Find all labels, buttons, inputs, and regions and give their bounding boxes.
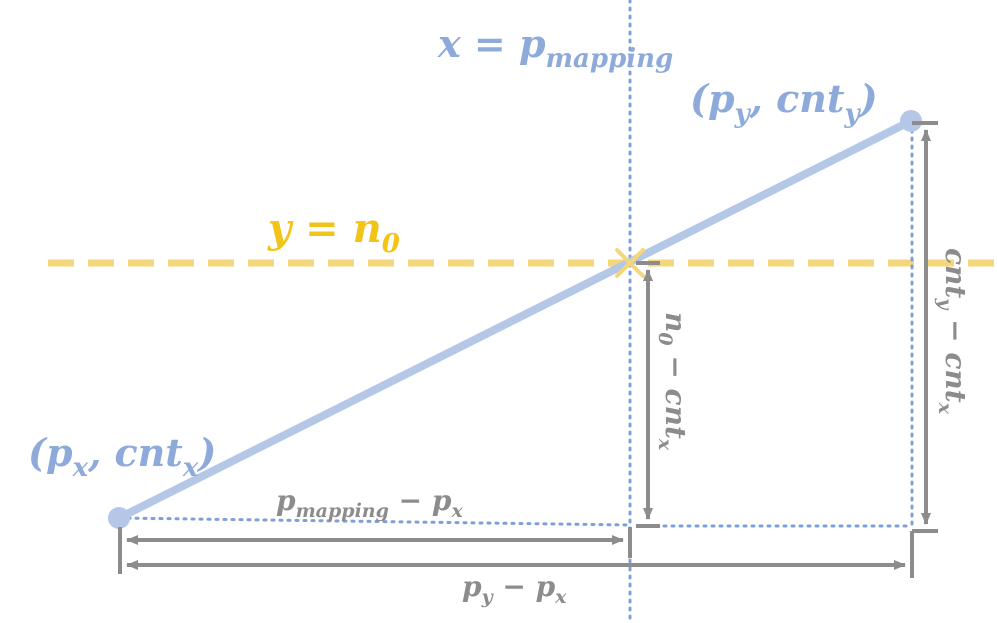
label-vertical-line: x = pmapping: [437, 21, 673, 74]
label-dim-full-height: cnty − cntx: [934, 248, 972, 415]
label-end-point-sub1: y: [734, 99, 752, 129]
label-dim-full-width-a-sub: y: [481, 586, 495, 608]
label-end-point-sub2: y: [843, 99, 861, 129]
label-dim-full-height-op: − cnt: [939, 309, 972, 402]
label-dim-full-width-b-sub: x: [554, 586, 567, 608]
label-horizontal-line-sub: 0: [382, 229, 400, 259]
label-dim-full-width: py − px: [462, 570, 567, 608]
label-dim-partial-height: n0 − cntx: [654, 312, 692, 451]
label-dim-full-width-op: − p: [493, 570, 556, 603]
label-start-point-mid: , cnt: [87, 430, 183, 475]
label-dim-partial-height-a-sub: 0: [654, 332, 676, 345]
label-dim-partial-height-op: − cnt: [659, 346, 692, 439]
label-dim-partial-height-a: n: [659, 312, 692, 332]
label-dim-partial-width-a: p: [276, 484, 296, 517]
label-start-point: (px, cntx): [28, 430, 216, 483]
intersection-cross-icon: [615, 248, 645, 278]
label-end-point-close: ): [858, 76, 878, 121]
dim-full-height: [912, 121, 938, 533]
label-end-point-mid: , cnt: [749, 76, 845, 121]
label-end-point-open: (p: [690, 76, 735, 121]
label-vertical-line-main: x = p: [437, 21, 546, 66]
label-dim-full-width-a: p: [462, 570, 482, 603]
label-start-point-close: ): [196, 430, 216, 475]
label-vertical-line-sub: mapping: [546, 44, 674, 74]
label-dim-partial-width-b-sub: x: [450, 500, 463, 522]
label-dim-partial-height-b-sub: x: [654, 438, 676, 451]
label-end-point: (py, cnty): [690, 76, 878, 129]
dim-full-width: [126, 531, 914, 578]
label-dim-full-height-a-sub: y: [934, 297, 956, 311]
dim-partial-height: [636, 261, 660, 528]
label-dim-full-height-b-sub: x: [934, 402, 956, 415]
dim-partial-width: [118, 527, 632, 574]
label-start-point-sub1: x: [72, 453, 89, 483]
interpolation-line: [115, 117, 915, 522]
label-dim-partial-width-op: − p: [389, 484, 452, 517]
start-point: [108, 507, 130, 529]
label-horizontal-line-main: y = n: [267, 205, 382, 252]
end-point: [900, 110, 922, 132]
label-dim-full-height-a: cnt: [939, 248, 972, 298]
label-start-point-sub2: x: [182, 453, 199, 483]
label-horizontal-line: y = n0: [267, 205, 400, 259]
label-dim-partial-width-a-sub: mapping: [296, 500, 389, 522]
label-dim-partial-width: pmapping − px: [276, 484, 463, 522]
label-start-point-open: (p: [28, 430, 73, 475]
baseline-dotted-line: [118, 516, 632, 527]
